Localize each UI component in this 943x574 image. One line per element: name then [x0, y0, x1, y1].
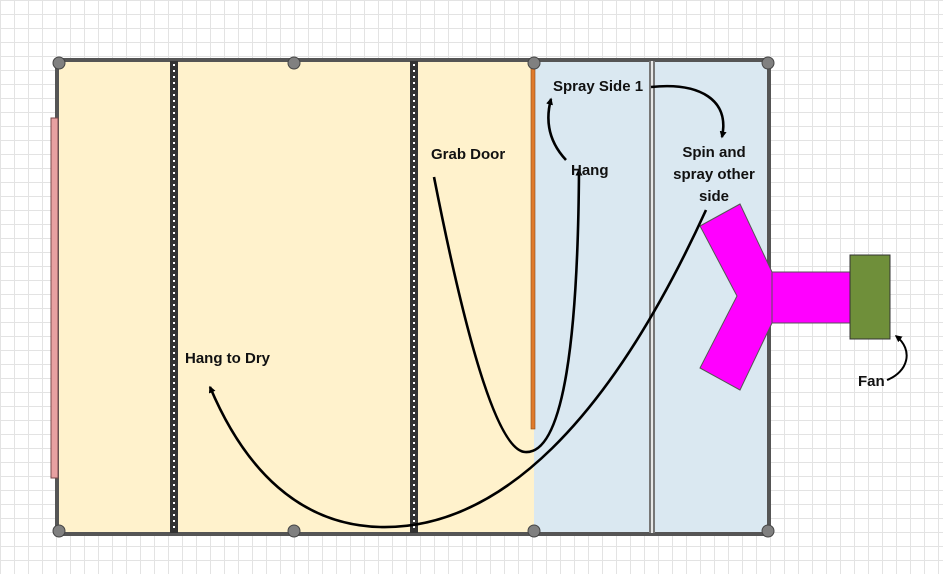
label-spin-line-3: side	[699, 188, 729, 205]
corner-posts	[52, 56, 775, 538]
post-icon	[527, 56, 541, 70]
drying-rack-rail-2	[410, 61, 418, 533]
label-fan: Fan	[858, 373, 885, 390]
fan-box	[849, 254, 891, 340]
post-icon	[287, 56, 301, 70]
spin-to-dry-arrow	[208, 209, 708, 529]
post-icon	[761, 524, 775, 538]
label-grab-door: Grab Door	[431, 146, 505, 163]
fan-pointer-arrow	[886, 335, 908, 381]
label-spin-line-1: Spin and	[682, 144, 745, 161]
spray-to-spin-arrow	[650, 84, 727, 139]
exhaust-duct	[699, 203, 851, 391]
post-icon	[52, 524, 66, 538]
post-icon	[287, 524, 301, 538]
hang-to-spray-arrow	[546, 97, 567, 161]
grab-door-to-hang-arrow	[432, 168, 583, 454]
left-door-strip	[50, 117, 59, 479]
label-spin-line-2: spray other	[673, 166, 755, 183]
label-hang-to-dry: Hang to Dry	[185, 350, 271, 367]
drying-rack-rail-1	[170, 61, 178, 533]
post-icon	[52, 56, 66, 70]
label-hang: Hang	[571, 162, 609, 179]
orange-door-rail	[530, 62, 536, 430]
drying-area	[58, 61, 534, 533]
post-icon	[527, 524, 541, 538]
post-icon	[761, 56, 775, 70]
label-spray-side-1: Spray Side 1	[553, 78, 643, 95]
booth-divider-rail	[649, 61, 655, 533]
